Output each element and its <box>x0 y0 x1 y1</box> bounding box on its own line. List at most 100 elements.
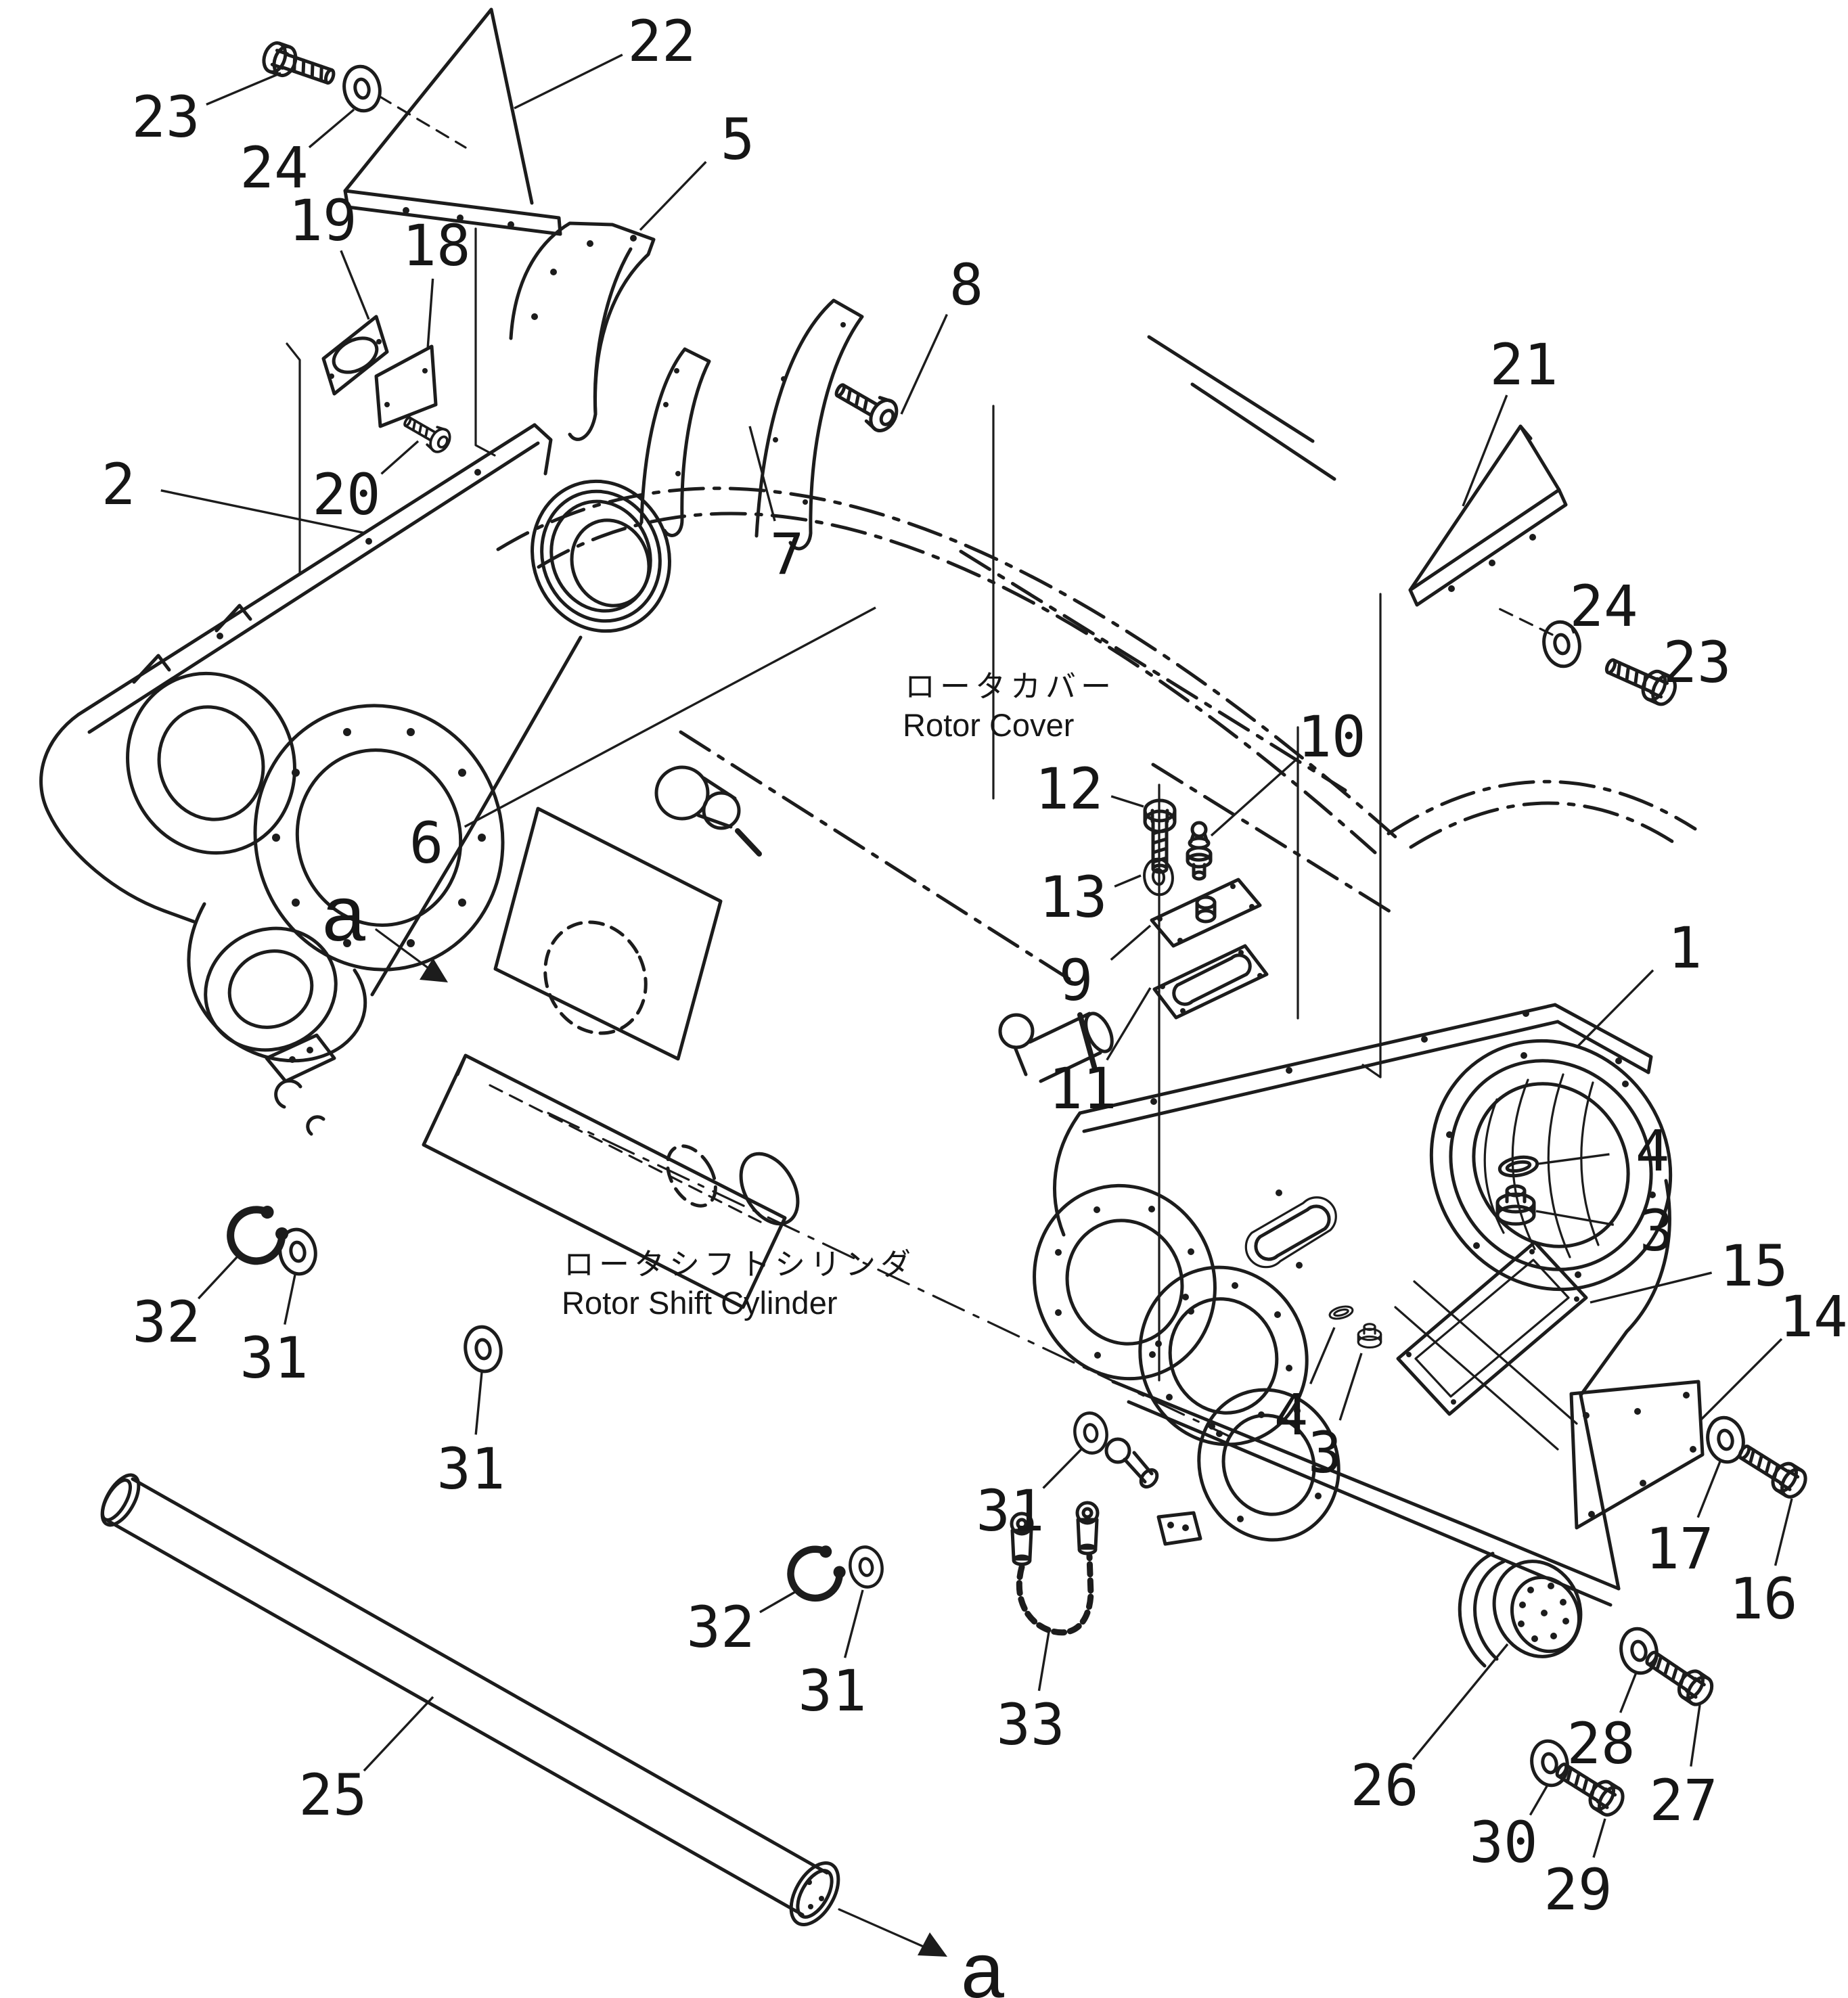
leader-12-13 <box>1110 795 1144 808</box>
section-markers: a a <box>322 871 1004 1998</box>
rotor-cover-outline <box>378 95 1697 984</box>
callout-17-18: 17 <box>1645 1516 1713 1582</box>
leader-7-8 <box>748 426 776 522</box>
callout-31-37: 31 <box>798 1658 866 1724</box>
leader-32-38 <box>197 1254 240 1300</box>
leader-6-7 <box>464 606 876 828</box>
leader-8-9 <box>900 314 948 415</box>
leader-24-25 <box>308 108 355 149</box>
leader-11-12 <box>1106 987 1152 1061</box>
callout-11-12: 11 <box>1048 1055 1117 1122</box>
leader-23-27 <box>1662 681 1669 685</box>
callout-24-25: 24 <box>240 135 308 201</box>
leader-31-37 <box>843 1589 864 1658</box>
plug-3-inner <box>1357 1323 1382 1349</box>
socket-bolt-8 <box>830 375 901 435</box>
label-rotor-cover-en: Rotor Cover <box>903 707 1074 743</box>
callout-4-3: 4 <box>1636 1118 1670 1184</box>
leader-33-40 <box>1037 1631 1050 1692</box>
callout-4-4: 4 <box>1274 1382 1309 1448</box>
breather-cap-26 <box>1458 1551 1583 1668</box>
leader-2-1 <box>160 489 366 535</box>
leader-18-19 <box>426 278 434 350</box>
leader-9-10 <box>1110 924 1152 961</box>
hex-bolt-16 <box>1734 1438 1810 1501</box>
gusset-plate-21 <box>1408 424 1568 607</box>
rotor-housing-left <box>39 423 671 1083</box>
leader-15-16 <box>1590 1271 1712 1304</box>
leader-31-36 <box>1042 1448 1083 1489</box>
washer-24-left <box>340 63 384 114</box>
callout-28-31: 28 <box>1567 1710 1635 1777</box>
gusset-plate-22 <box>343 7 562 236</box>
chain-plug-33 <box>1010 1501 1100 1636</box>
callout-23-24: 23 <box>131 84 200 150</box>
callout-26-29: 26 <box>1350 1752 1418 1819</box>
cover-plate-18 <box>374 344 438 428</box>
callout-6-7: 6 <box>409 810 444 876</box>
callout-32-38: 32 <box>132 1289 200 1355</box>
leader-31-34 <box>284 1274 296 1325</box>
arc-plate-6 <box>754 298 864 551</box>
callout-29-32: 29 <box>1543 1857 1612 1923</box>
label-rotor-cover-jp: ロータカバー <box>905 669 1116 704</box>
leader-14-15 <box>1698 1338 1783 1422</box>
leader-10-11 <box>1210 756 1299 837</box>
washer-31-c <box>1072 1411 1110 1456</box>
leader-29-32 <box>1592 1818 1606 1858</box>
callout-20-21: 20 <box>312 461 380 528</box>
callout-31-36: 31 <box>976 1478 1044 1544</box>
callout-3-5: 3 <box>1308 1420 1343 1486</box>
leader-31-35 <box>474 1371 483 1435</box>
callout-labels: 1234435678910111213141516171819202122232… <box>102 8 1848 1923</box>
callout-5-6: 5 <box>721 106 755 173</box>
arc-plate-5 <box>509 221 656 441</box>
hardware-layer <box>222 40 1810 1819</box>
callout-19-20: 19 <box>288 187 357 254</box>
leader-17-18 <box>1696 1461 1721 1518</box>
rod-25 <box>100 1473 840 1927</box>
callout-22-23: 22 <box>627 8 696 74</box>
leader-20-21 <box>380 440 420 475</box>
o-ring-4-inner <box>1327 1303 1355 1322</box>
section-arrow-top <box>420 958 448 982</box>
section-arrow-bottom <box>918 1932 947 1957</box>
hex-bolt-23-left <box>261 40 338 91</box>
leader-23-24 <box>206 72 281 106</box>
callout-24-26: 24 <box>1569 573 1638 639</box>
callout-12-13: 12 <box>1035 756 1103 822</box>
arc-plate-7 <box>639 347 711 537</box>
leader-3-5 <box>1338 1353 1363 1421</box>
leader-3-2 <box>1535 1210 1615 1226</box>
leader-1-0 <box>1575 969 1654 1049</box>
callout-32-39: 32 <box>686 1594 754 1660</box>
leader-4-3 <box>1538 1153 1610 1165</box>
hex-bolt-27 <box>1640 1644 1716 1709</box>
cover-plate-9 <box>1150 878 1262 948</box>
o-ring-4 <box>1498 1154 1539 1178</box>
leader-4-4 <box>1309 1327 1336 1384</box>
leader-30-33 <box>1529 1786 1548 1816</box>
leader-26-29 <box>1412 1643 1509 1761</box>
gasket-11 <box>1152 944 1269 1020</box>
leader-25-28 <box>363 1696 434 1772</box>
leader-lines <box>160 53 1793 1858</box>
callout-13-14: 13 <box>1039 864 1107 930</box>
callout-25-28: 25 <box>298 1762 367 1828</box>
label-shift-cylinder-en: Rotor Shift Cylinder <box>562 1285 838 1321</box>
leader-28-31 <box>1619 1672 1638 1713</box>
leader-27-30 <box>1690 1704 1701 1767</box>
shift-cylinder-assembly <box>274 765 1230 1437</box>
gasket-15 <box>1396 1240 1588 1416</box>
callout-31-34: 31 <box>240 1325 308 1391</box>
leader-13-14 <box>1114 874 1142 888</box>
leader-19-20 <box>340 250 370 320</box>
callout-16-17: 16 <box>1729 1566 1797 1632</box>
callout-8-9: 8 <box>949 252 984 318</box>
callout-30-33: 30 <box>1469 1809 1537 1876</box>
socket-bolt-20 <box>398 409 455 457</box>
callout-23-27: 23 <box>1663 629 1731 696</box>
label-shift-cylinder-jp: ロータシフトシリンダ <box>564 1247 916 1281</box>
callout-15-16: 15 <box>1719 1233 1788 1299</box>
